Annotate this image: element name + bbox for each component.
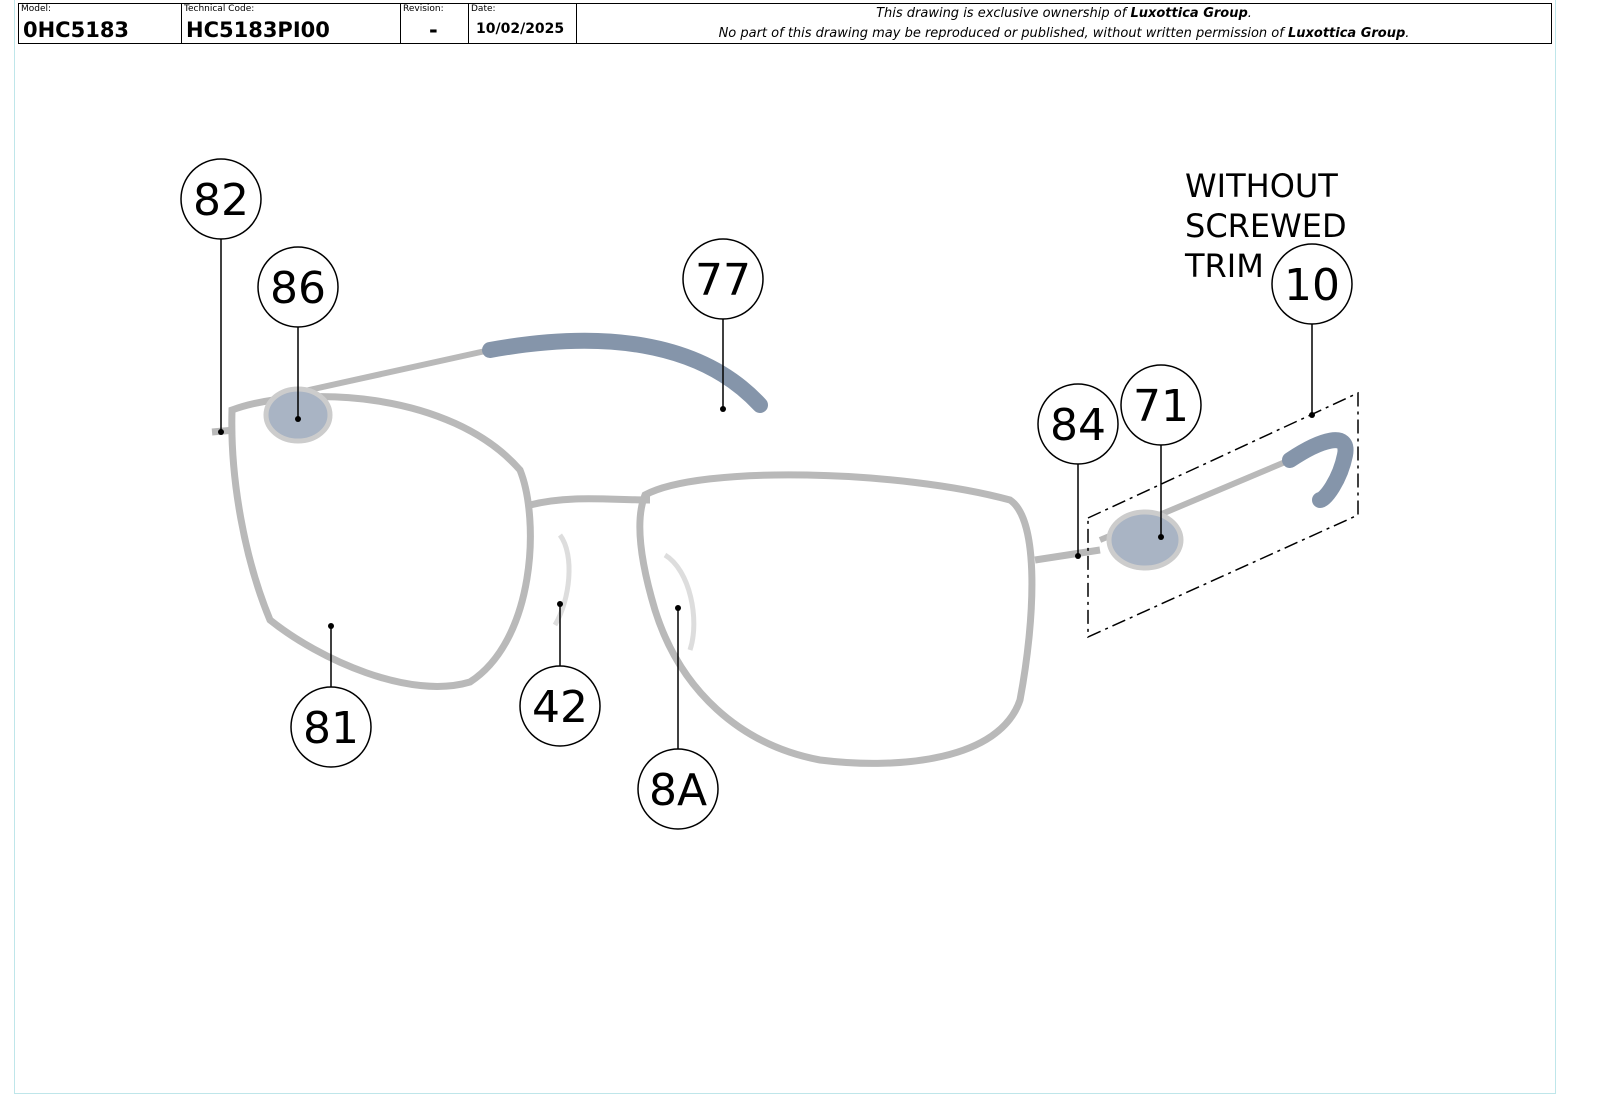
callout-label: 42 bbox=[532, 682, 588, 733]
frame-illustration bbox=[211, 332, 1354, 767]
callout-84: 84 bbox=[1037, 383, 1119, 465]
callout-label: 81 bbox=[303, 703, 359, 754]
date-value: 10/02/2025 bbox=[476, 21, 565, 37]
tech-code-label: Technical Code: bbox=[184, 4, 255, 14]
callout-label: 84 bbox=[1050, 400, 1106, 451]
note-line: SCREWED bbox=[1185, 207, 1347, 245]
notice-text: This drawing is exclusive ownership of bbox=[876, 6, 1131, 21]
revision-cell: Revision: - bbox=[401, 4, 469, 43]
trim-note: WITHOUT SCREWED TRIM bbox=[1185, 166, 1347, 286]
note-line: TRIM bbox=[1185, 247, 1264, 285]
date-cell: Date: 10/02/2025 bbox=[469, 4, 577, 43]
notice-owner: Luxottica Group bbox=[1287, 26, 1406, 41]
notice-owner: Luxottica Group bbox=[1130, 6, 1248, 21]
callout-label: 82 bbox=[193, 175, 249, 226]
tech-code-cell: Technical Code: HC5183PI00 bbox=[182, 4, 401, 43]
notice-punct: . bbox=[1405, 26, 1410, 41]
callout-77: 77 bbox=[682, 238, 764, 320]
callout-label: 86 bbox=[270, 263, 326, 314]
callout-71: 71 bbox=[1120, 364, 1202, 446]
model-value: 0HC5183 bbox=[23, 18, 130, 42]
callout-86: 86 bbox=[257, 246, 339, 328]
callout-82: 82 bbox=[180, 158, 262, 240]
notice-punct: . bbox=[1247, 6, 1252, 21]
callout-8a: 8A bbox=[637, 748, 719, 830]
callout-label: 71 bbox=[1133, 381, 1189, 432]
date-label: Date: bbox=[471, 4, 496, 14]
trim-dashed-box bbox=[1087, 391, 1359, 639]
ownership-notice: This drawing is exclusive ownership of L… bbox=[577, 4, 1551, 43]
note-line: WITHOUT bbox=[1185, 167, 1338, 205]
model-cell: Model: 0HC5183 bbox=[19, 4, 182, 43]
notice-text: No part of this drawing may be reproduce… bbox=[718, 26, 1288, 41]
revision-label: Revision: bbox=[403, 4, 444, 14]
callout-label: 77 bbox=[695, 255, 751, 306]
callout-10: 10 bbox=[1271, 243, 1353, 325]
callout-81: 81 bbox=[290, 686, 372, 768]
callout-label: 8A bbox=[649, 765, 707, 816]
title-block: Model: 0HC5183 Technical Code: HC5183PI0… bbox=[18, 3, 1552, 44]
nose-pads bbox=[552, 533, 697, 651]
leader-dots bbox=[218, 406, 1315, 629]
model-label: Model: bbox=[21, 4, 52, 14]
right-logo-plaque bbox=[1106, 509, 1184, 571]
page-border bbox=[14, 0, 1556, 1094]
tech-code-value: HC5183PI00 bbox=[186, 18, 330, 42]
callout-label: 10 bbox=[1284, 260, 1340, 311]
revision-value: - bbox=[429, 18, 438, 42]
leader-lines bbox=[220, 239, 1313, 749]
callout-42: 42 bbox=[519, 665, 601, 747]
